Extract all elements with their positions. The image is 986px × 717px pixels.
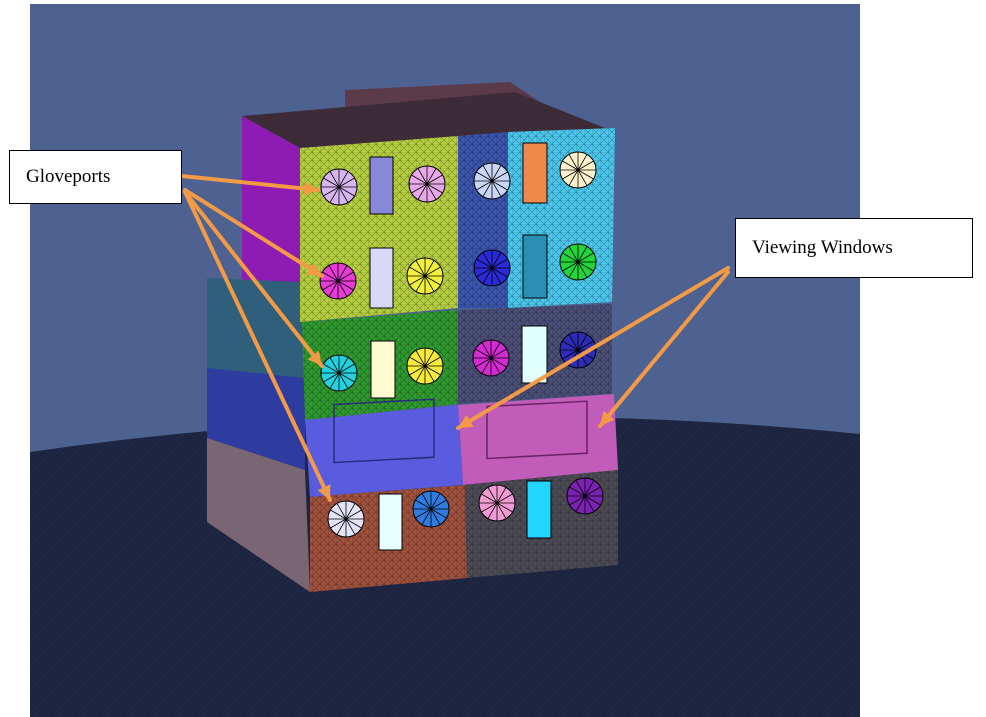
gloveport-icon	[473, 162, 511, 200]
gloveport-icon	[320, 354, 358, 392]
arrowhead-icon	[307, 350, 322, 366]
callout-arrow	[598, 270, 730, 428]
window-slot	[522, 142, 548, 204]
callout-arrow	[184, 192, 332, 502]
gloveport-icon	[327, 500, 365, 538]
window-slot	[369, 156, 394, 215]
left-side-block-3	[207, 438, 310, 592]
gloveport-icon	[478, 484, 516, 522]
arrowhead-icon	[303, 181, 318, 196]
gloveport-icon	[472, 339, 510, 377]
arrowhead-icon	[306, 262, 322, 276]
window-slot	[378, 493, 403, 551]
callout-arrow	[180, 174, 320, 192]
window-slot	[522, 234, 548, 299]
gloveports-label: Gloveports	[26, 166, 111, 187]
viewing-window-right	[458, 394, 618, 485]
viewing-window-left	[305, 405, 463, 497]
gloveport-icon	[559, 331, 597, 369]
window-slot	[521, 325, 548, 384]
window-slot	[369, 247, 394, 309]
gloveport-icon	[320, 168, 358, 206]
callout-arrow	[183, 188, 324, 278]
viewing-windows-callout: Viewing Windows	[735, 218, 973, 278]
callout-arrow	[456, 266, 730, 430]
arrowhead-icon	[317, 484, 331, 500]
gloveport-icon	[319, 262, 357, 300]
gloveport-icon	[559, 243, 597, 281]
left-side-block-1	[207, 278, 305, 380]
gloveport-icon	[408, 165, 446, 203]
arrowhead-icon	[600, 410, 615, 426]
gloveport-icon	[559, 151, 597, 189]
viewing-windows-label: Viewing Windows	[752, 237, 893, 258]
arrowhead-icon	[458, 414, 474, 428]
gloveport-icon	[566, 477, 604, 515]
window-slot	[370, 340, 396, 399]
left-side-panel-upper	[242, 116, 300, 322]
window-slot	[526, 480, 552, 539]
gloveport-icon	[406, 257, 444, 295]
gloveports-callout: Gloveports	[9, 150, 182, 204]
gloveport-icon	[406, 347, 444, 385]
gloveport-icon	[412, 490, 450, 528]
gloveport-icon	[473, 249, 511, 287]
callout-arrow	[183, 190, 324, 368]
